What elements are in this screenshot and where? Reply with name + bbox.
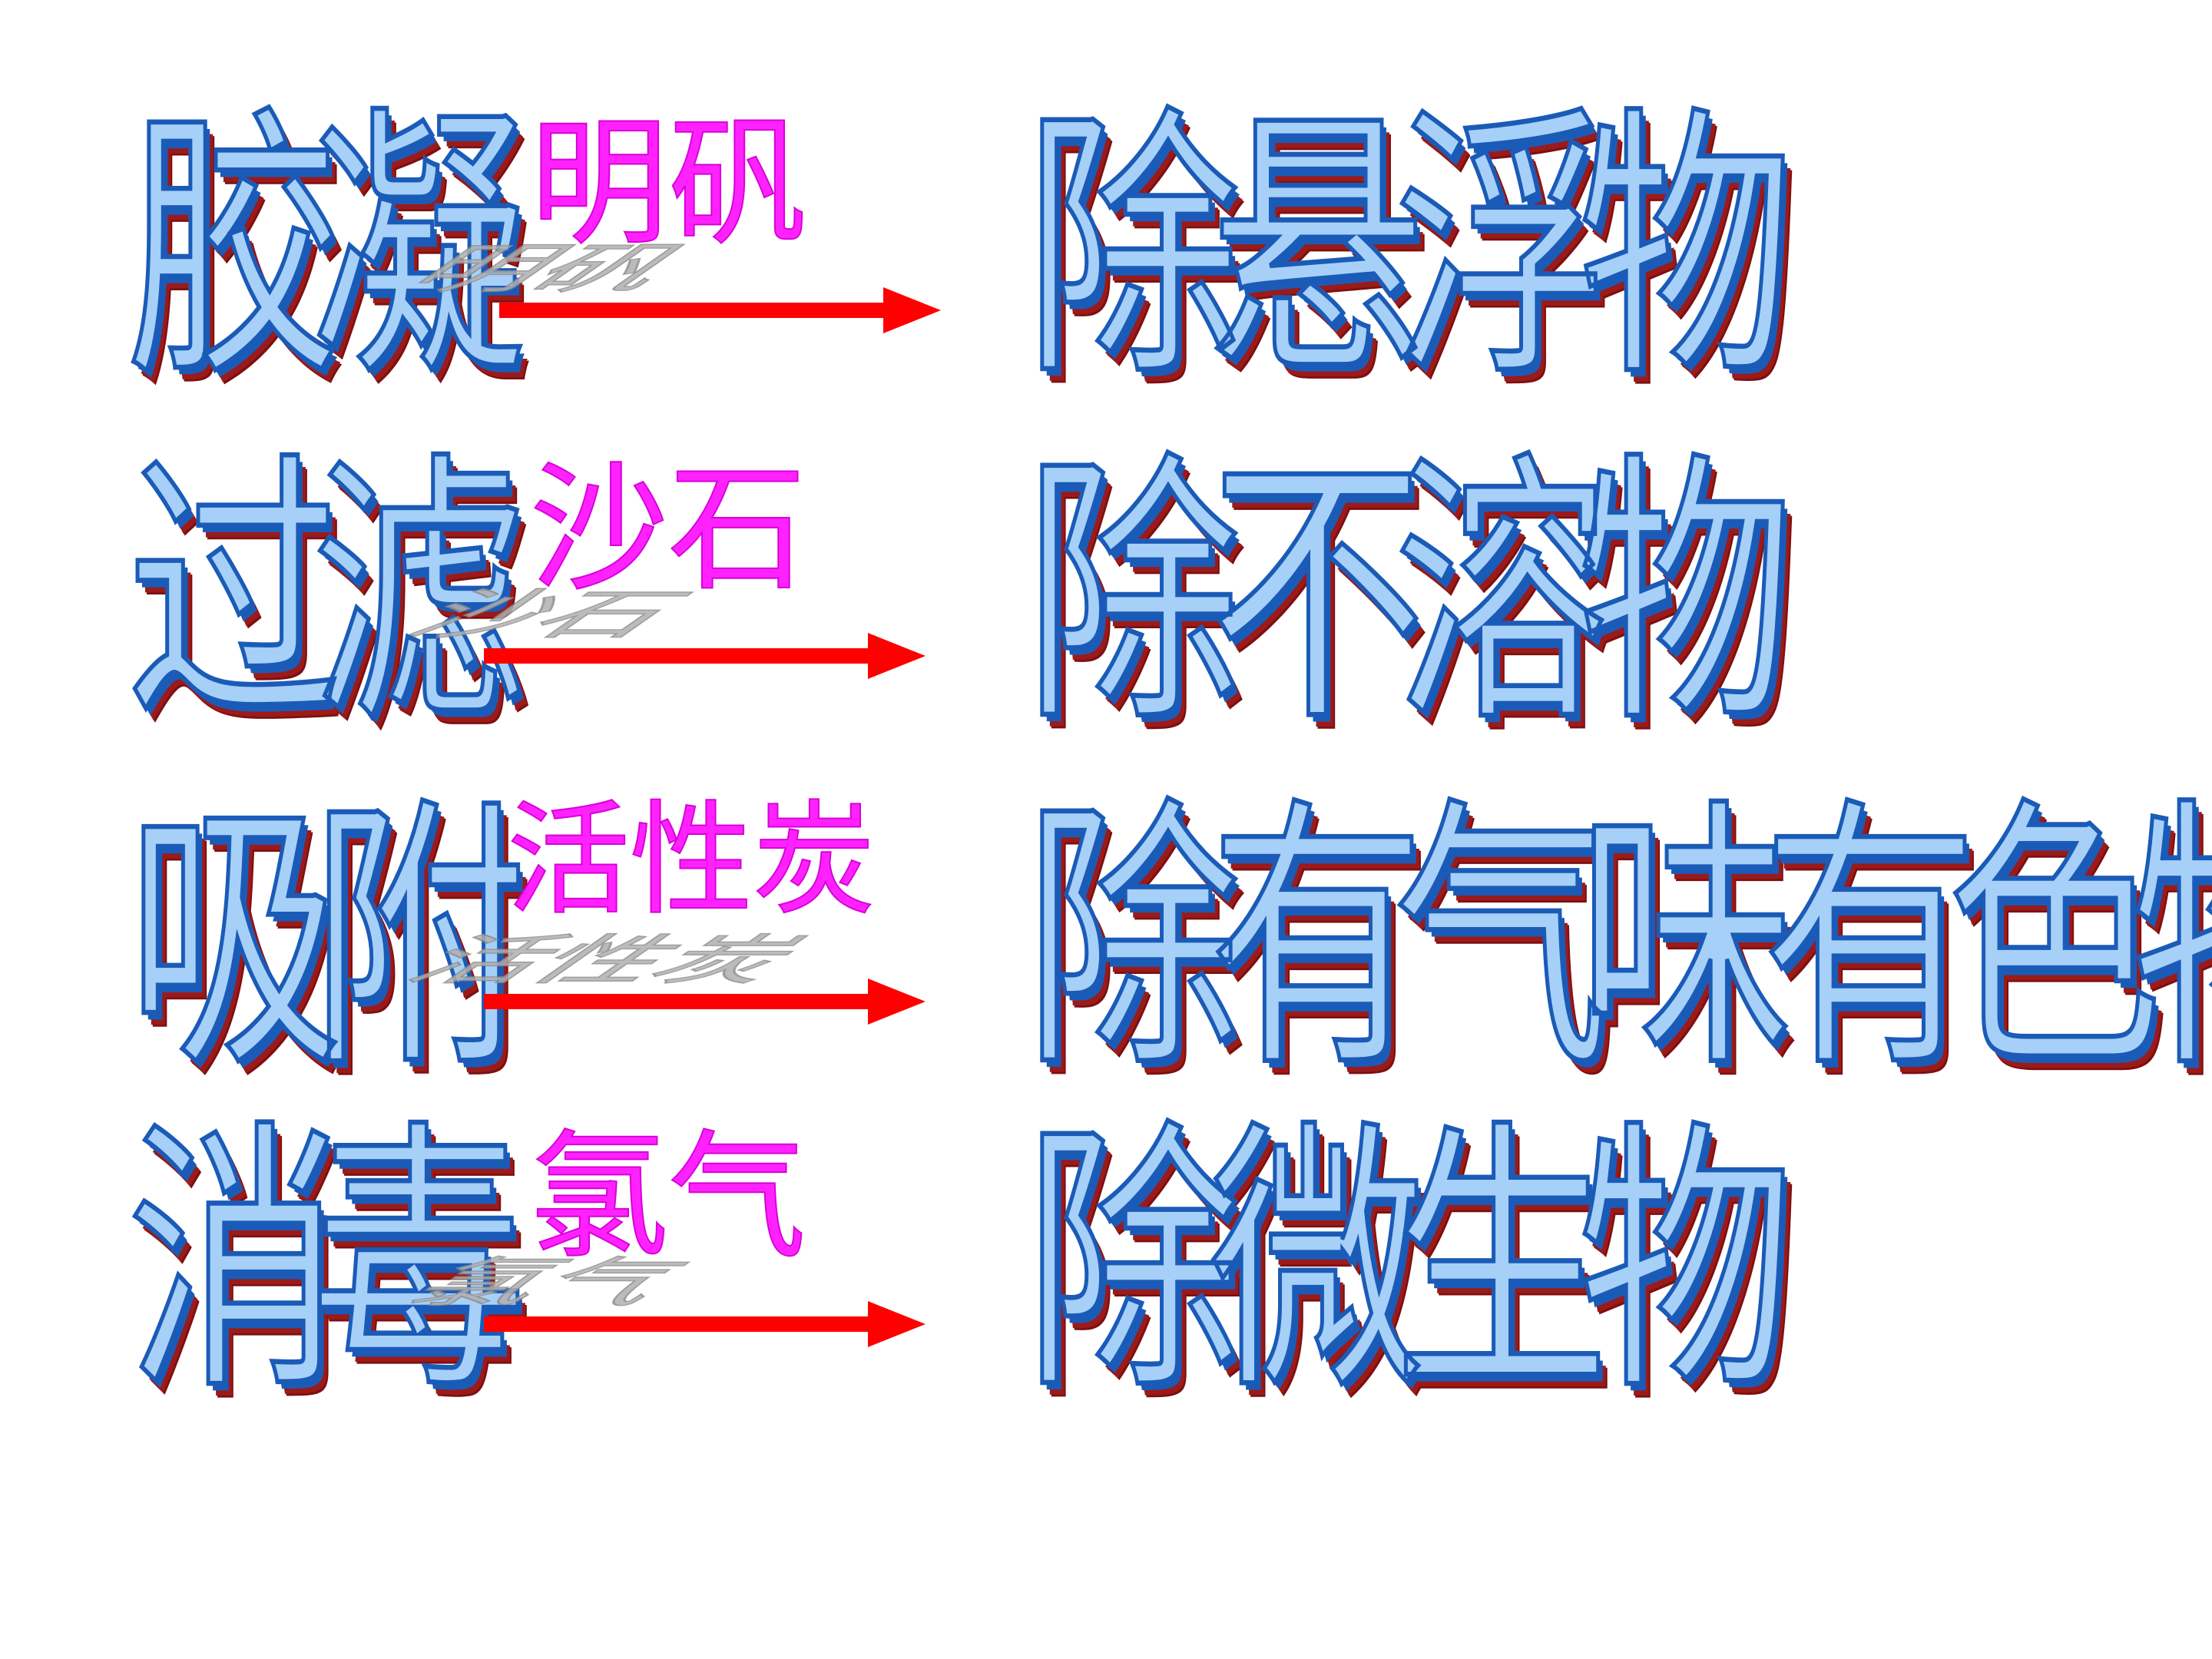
step-row-coagulation: 胶凝 明矾 明矾 除悬浮物 <box>0 92 2212 415</box>
right-arrow-icon <box>484 633 926 679</box>
agent-label: 活性炭 <box>506 788 876 932</box>
agent-group: 明矾 明矾 <box>385 104 968 315</box>
agent-group: 氯气 氯气 <box>385 1118 968 1329</box>
right-arrow-icon <box>499 287 941 333</box>
process-label: 胶凝 <box>125 84 528 415</box>
process-label: 过滤 <box>125 429 528 760</box>
step-row-adsorption: 吸附 活性炭 活性炭 除有气味有色物 <box>0 783 2212 1106</box>
right-arrow-icon <box>484 1301 926 1347</box>
agent-label: 沙石 <box>529 449 807 610</box>
process-label: 消毒 <box>125 1098 528 1429</box>
right-arrow-icon <box>484 979 926 1025</box>
result-label: 除不溶物 <box>1024 429 1796 760</box>
process-label: 吸附 <box>125 775 528 1106</box>
step-row-filtration: 过滤 沙石 沙石 除不溶物 <box>0 438 2212 760</box>
result-label: 除微生物 <box>1024 1098 1796 1429</box>
result-label: 除悬浮物 <box>1024 84 1796 415</box>
agent-group: 活性炭 活性炭 <box>385 798 968 1006</box>
agent-group: 沙石 沙石 <box>385 449 968 661</box>
result-label: 除有气味有色物 <box>1024 775 2212 1106</box>
agent-label: 氯气 <box>529 1118 807 1278</box>
step-row-disinfection: 消毒 氯气 氯气 除微生物 <box>0 1106 2212 1429</box>
agent-label: 明矾 <box>529 104 807 264</box>
